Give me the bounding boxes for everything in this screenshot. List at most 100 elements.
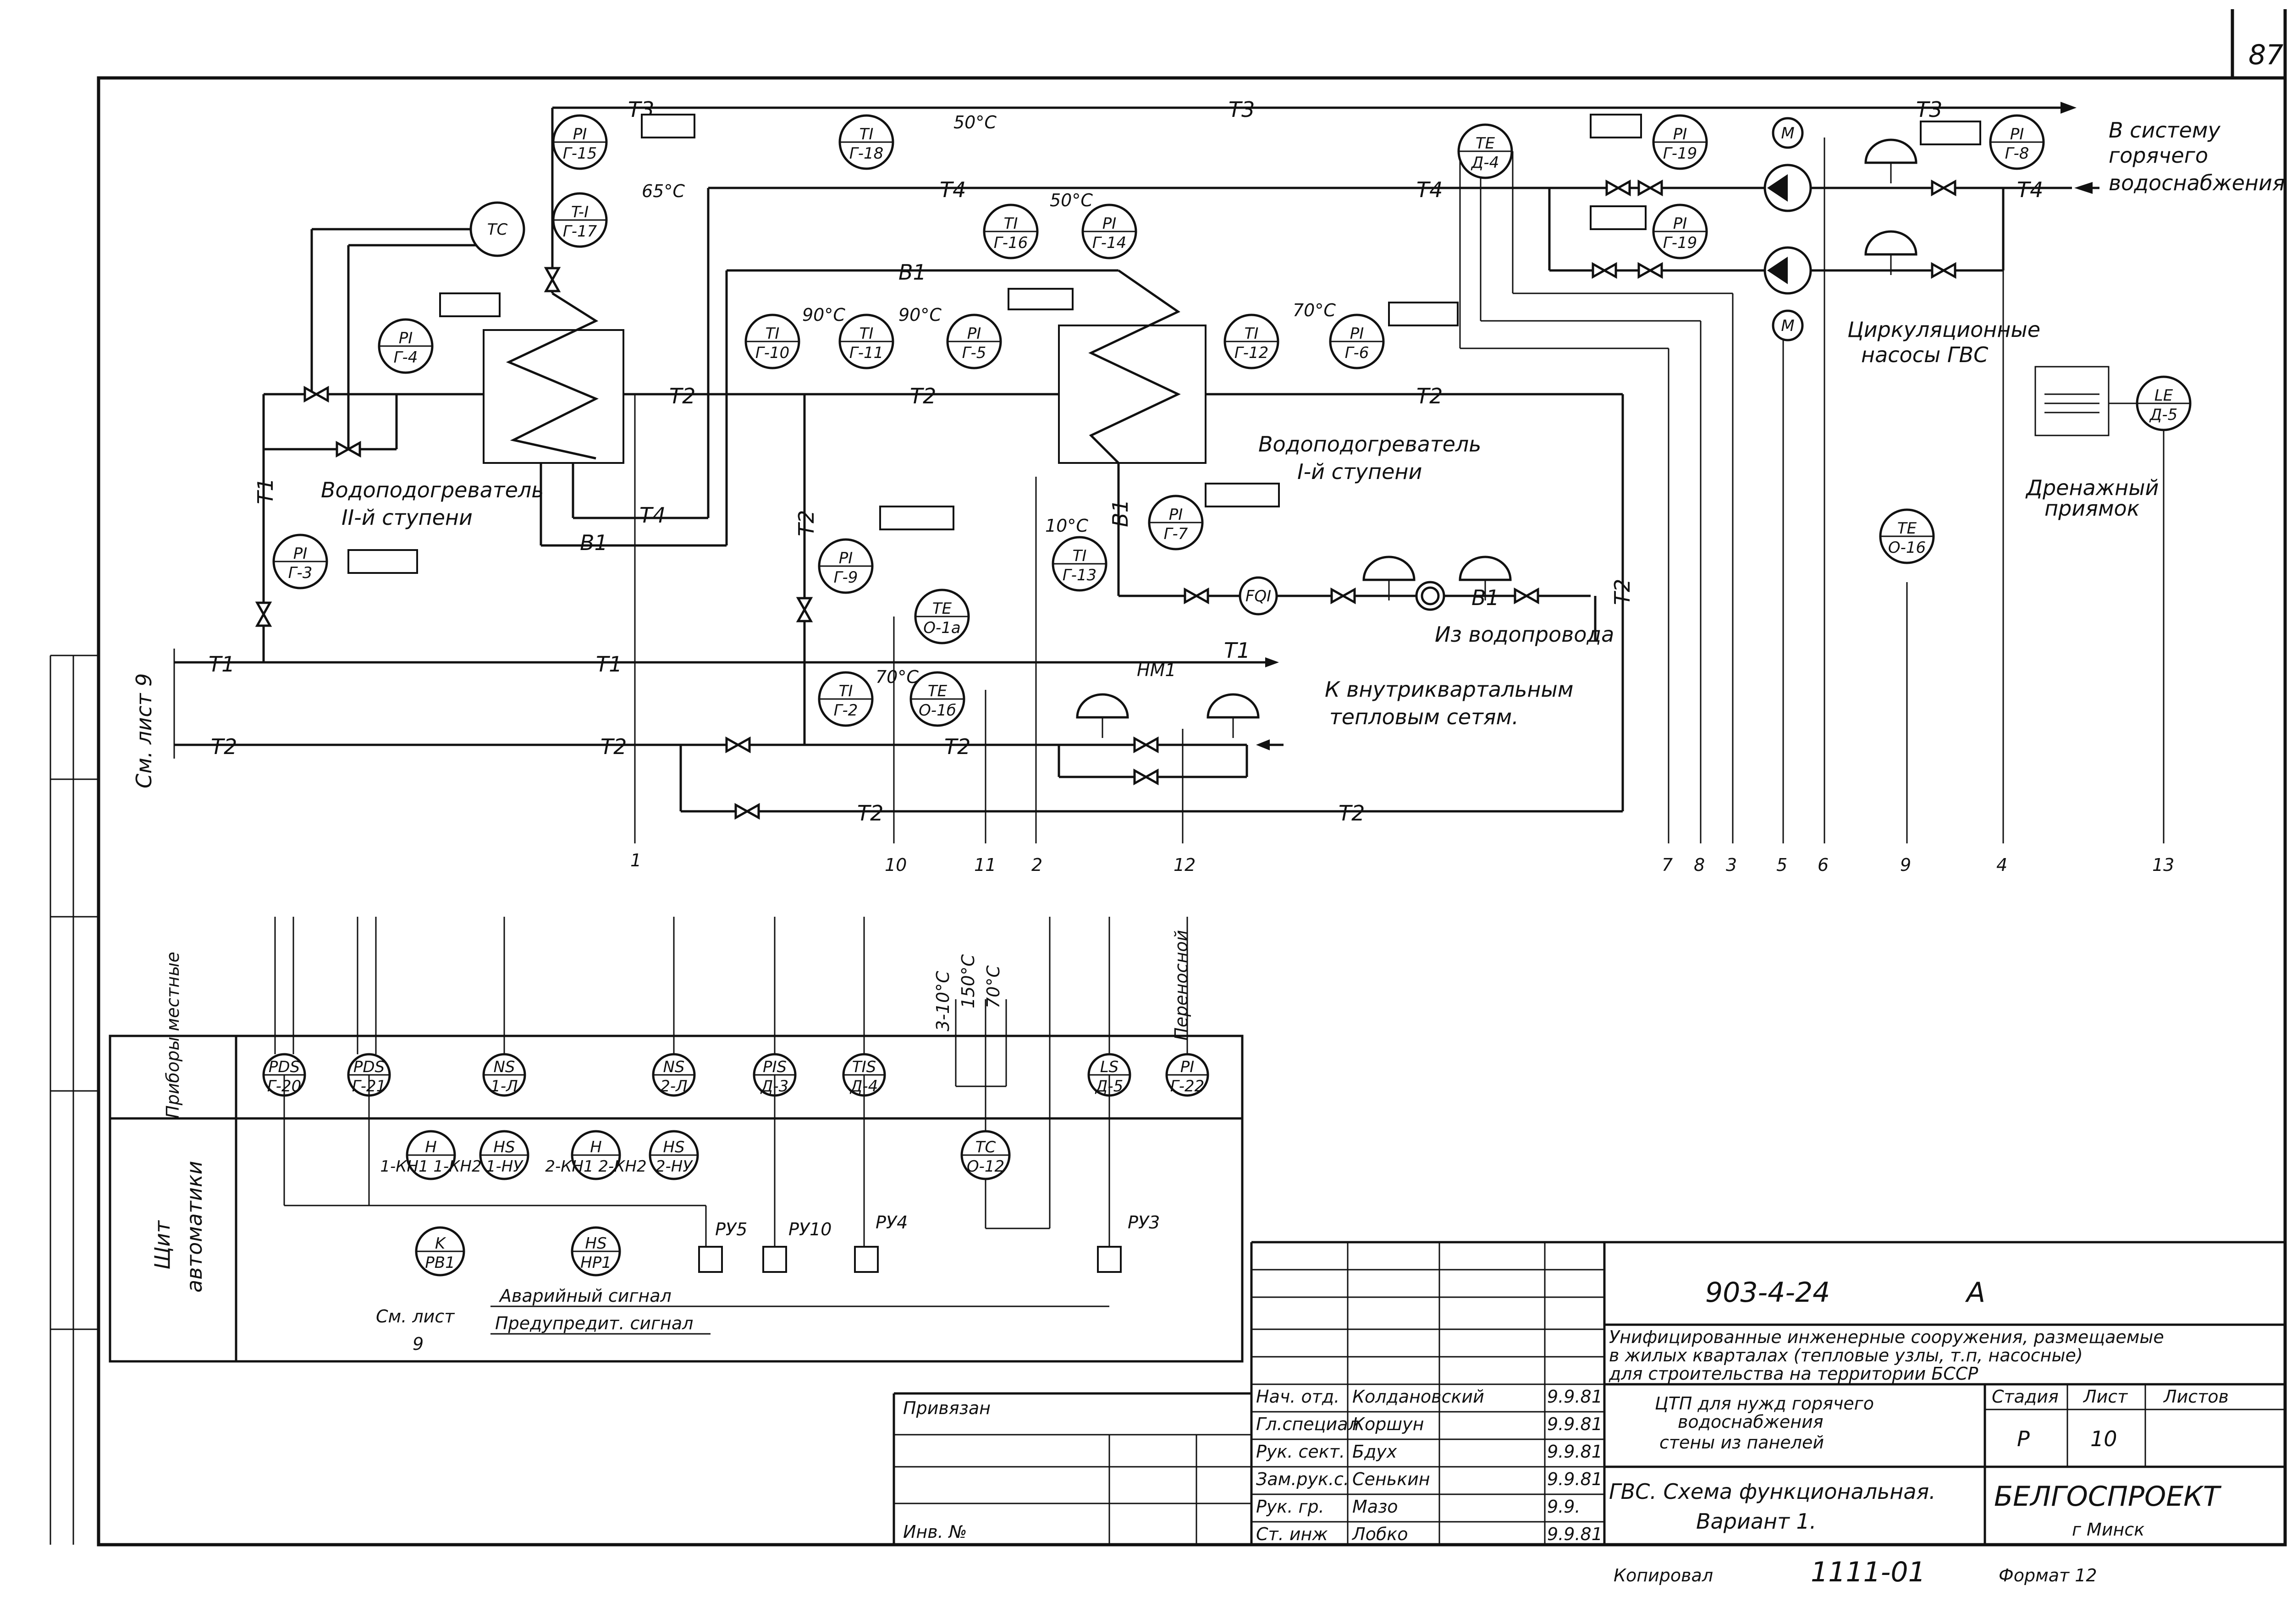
pipe-label-t3-c: T3: [1916, 97, 1942, 122]
temp-65: 65°C: [642, 181, 685, 201]
valve-icon: [255, 601, 272, 627]
svg-text:LE: LE: [2154, 386, 2173, 405]
line-num-12: 12: [1174, 855, 1196, 875]
instrument-ti_g18: TIГ-18: [838, 114, 894, 170]
sheet-header: Лист: [2083, 1387, 2128, 1407]
valve-icon: [1605, 179, 1631, 197]
svg-text:LS: LS: [1100, 1058, 1119, 1076]
org-name: БЕЛГОСПРОЕКТ: [1994, 1481, 2222, 1513]
svg-text:Г-22: Г-22: [1170, 1077, 1204, 1096]
valve-icon: [544, 267, 561, 292]
instrument-pi_g8: PIГ-8: [1989, 114, 2045, 170]
svg-text:H: H: [590, 1138, 602, 1156]
pumps-label-2: насосы ГВС: [1861, 342, 1988, 367]
actuator-icon: [1207, 693, 1260, 738]
svg-text:Г-4: Г-4: [394, 348, 418, 367]
automation-panel: [109, 1035, 1244, 1363]
svg-text:Г-2: Г-2: [834, 701, 858, 720]
pipe-label-t2-riser: T2: [794, 510, 819, 536]
panel-temp-2: 150°C: [958, 954, 978, 1008]
valve-icon: [336, 440, 361, 458]
title-block: [893, 1241, 2285, 1545]
drawing-frame: [97, 76, 2287, 1547]
heater1-label: Водоподогреватель: [1258, 432, 1481, 457]
name-5: Лобко: [1351, 1524, 1408, 1544]
role-0: Нач. отд.: [1256, 1387, 1339, 1407]
instrument-pi_g6: PIГ-6: [1329, 314, 1385, 369]
pipe-label-t2-b: T2: [910, 384, 936, 408]
svg-text:PI: PI: [1180, 1058, 1195, 1076]
object-1: ЦТП для нужд горячего: [1655, 1393, 1874, 1414]
instrument-le_d5: LEД-5: [2136, 375, 2192, 431]
svg-text:Г-18: Г-18: [849, 144, 883, 163]
line-num-6: 6: [1818, 855, 1829, 875]
instrument-fqi: FQI: [1239, 576, 1278, 616]
svg-text:H: H: [425, 1138, 437, 1156]
pipe-label-b1-b: B1: [580, 530, 608, 555]
svg-text:PI: PI: [1169, 506, 1183, 524]
line-num-1: 1: [630, 850, 641, 870]
object-3: стены из панелей: [1659, 1432, 1824, 1453]
format-label: Формат 12: [1999, 1565, 2097, 1585]
temp-50-a: 50°C: [953, 112, 997, 132]
valve-icon: [303, 385, 329, 403]
role-3: Зам.рук.с.: [1256, 1469, 1349, 1489]
valve-icon: [1330, 587, 1356, 605]
relay-ru4: РУ4: [876, 1212, 908, 1233]
sheet-title-1: ГВС. Схема функциональная.: [1609, 1479, 1936, 1504]
instrument-ti_g11: TIГ-11: [838, 314, 894, 369]
role-2: Рук. сект.: [1256, 1442, 1345, 1462]
svg-text:O-1б: O-1б: [919, 701, 956, 720]
svg-text:NS: NS: [663, 1058, 684, 1076]
instrument-te_o1b: TEO-1б: [909, 671, 965, 727]
temp-90-b: 90°C: [898, 305, 942, 325]
panel-local-2: NS1-Л: [482, 1053, 526, 1097]
svg-text:TE: TE: [932, 600, 952, 618]
line-num-2: 2: [1031, 855, 1042, 875]
line-num-13: 13: [2152, 855, 2174, 875]
hm1-label: НМ1: [1137, 660, 1176, 680]
dhw-label-2: горячего: [2109, 143, 2208, 168]
svg-text:TI: TI: [839, 682, 853, 700]
see-sheet-left: См. лист 9: [132, 673, 156, 788]
svg-text:Г-11: Г-11: [849, 344, 883, 362]
svg-text:TI: TI: [860, 125, 874, 143]
svg-text:TI: TI: [1004, 215, 1018, 233]
name-3: Сенькин: [1352, 1469, 1430, 1489]
line-num-9: 9: [1900, 855, 1911, 875]
portable-label: Переносной: [1171, 930, 1191, 1040]
svg-text:PDS: PDS: [269, 1058, 300, 1076]
heater-stage-1: [1058, 325, 1207, 464]
drain-pit: [2034, 366, 2110, 436]
panel-shield-3: HS2-НУ: [649, 1130, 699, 1180]
temp-70-a: 70°C: [1293, 300, 1336, 320]
stage-header: Стадия: [1992, 1387, 2059, 1407]
svg-text:Д-4: Д-4: [1471, 154, 1499, 172]
svg-text:PI: PI: [1673, 125, 1687, 143]
svg-text:PI: PI: [399, 329, 413, 347]
drawing-code: 903-4-24: [1705, 1277, 1830, 1309]
panel-row-local: Приборы местные: [163, 952, 183, 1118]
valve-icon: [1133, 768, 1159, 786]
instrument-ti_g2: TIГ-2: [818, 671, 874, 727]
pipe-label-t2-h: T2: [601, 734, 627, 759]
svg-text:Г-13: Г-13: [1063, 566, 1096, 584]
svg-text:PI: PI: [1350, 325, 1364, 343]
object-2: водоснабжения: [1678, 1412, 1824, 1432]
pipe-label-t1-a: T1: [209, 652, 235, 677]
instrument-te_o1a: TEO-1а: [914, 589, 970, 644]
svg-text:HS: HS: [493, 1138, 515, 1156]
role-1: Гл.специал: [1256, 1414, 1359, 1434]
instrument-pi_g3: PIГ-3: [272, 534, 328, 589]
networks-label-2: тепловым сетям.: [1329, 705, 1519, 729]
line-num-5: 5: [1776, 855, 1787, 875]
line-num-11: 11: [974, 855, 996, 875]
date-2: 9.9.81: [1547, 1442, 1603, 1462]
valve-icon: [1931, 262, 1956, 279]
date-4: 9.9.: [1547, 1497, 1581, 1517]
svg-text:TIS: TIS: [852, 1058, 876, 1076]
instrument-pi_g14: PIГ-14: [1081, 204, 1137, 259]
pipe-label-t2-a: T2: [669, 384, 695, 408]
